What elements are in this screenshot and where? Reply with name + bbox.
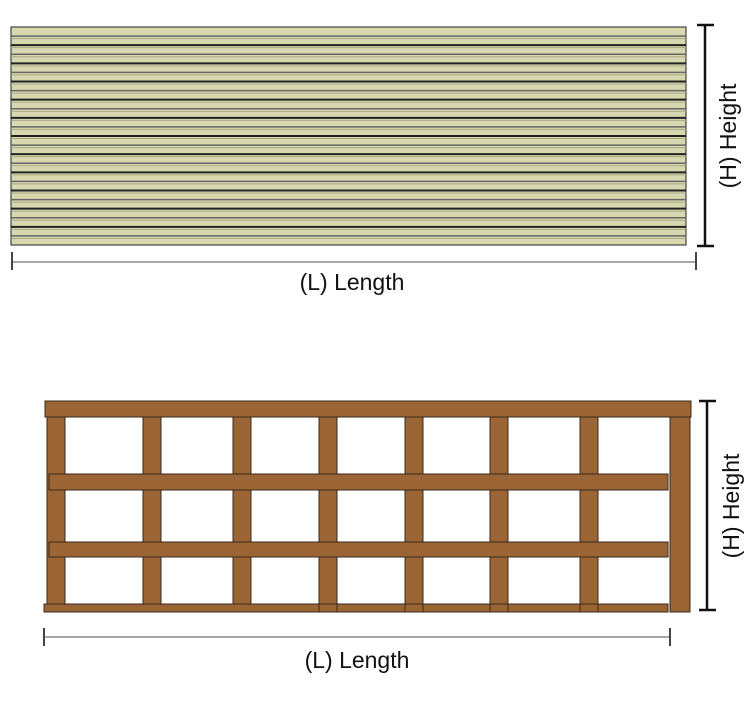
length-label: (L) Length [300,269,405,295]
height-label: (H) Height [718,453,744,558]
vertical-slat [404,416,424,613]
vertical-slat [489,416,509,613]
slat-foot [489,603,509,613]
board-lines [11,35,686,239]
right-post [669,416,691,613]
top-rail [44,400,692,418]
top-height-dimension: (H) Height [697,23,741,248]
slat-foot [579,603,599,613]
vertical-slat [46,416,66,613]
slatted-panel [10,26,687,246]
vertical-slat [142,416,162,613]
top-length-dimension: (L) Length [11,252,697,295]
slat-foot [404,603,424,613]
height-label: (H) Height [715,83,741,188]
vertical-slat [579,416,599,613]
length-label: (L) Length [305,647,410,673]
vertical-slat [232,416,252,613]
slat-foot [318,603,338,613]
trellis-height-dimension: (H) Height [699,399,744,612]
trellis-length-dimension: (L) Length [43,628,671,673]
horizontal-rail [48,473,669,491]
trellis-panel [43,400,692,613]
vertical-slat [318,416,338,613]
horizontal-rail [48,541,669,558]
bottom-rail [43,603,669,613]
